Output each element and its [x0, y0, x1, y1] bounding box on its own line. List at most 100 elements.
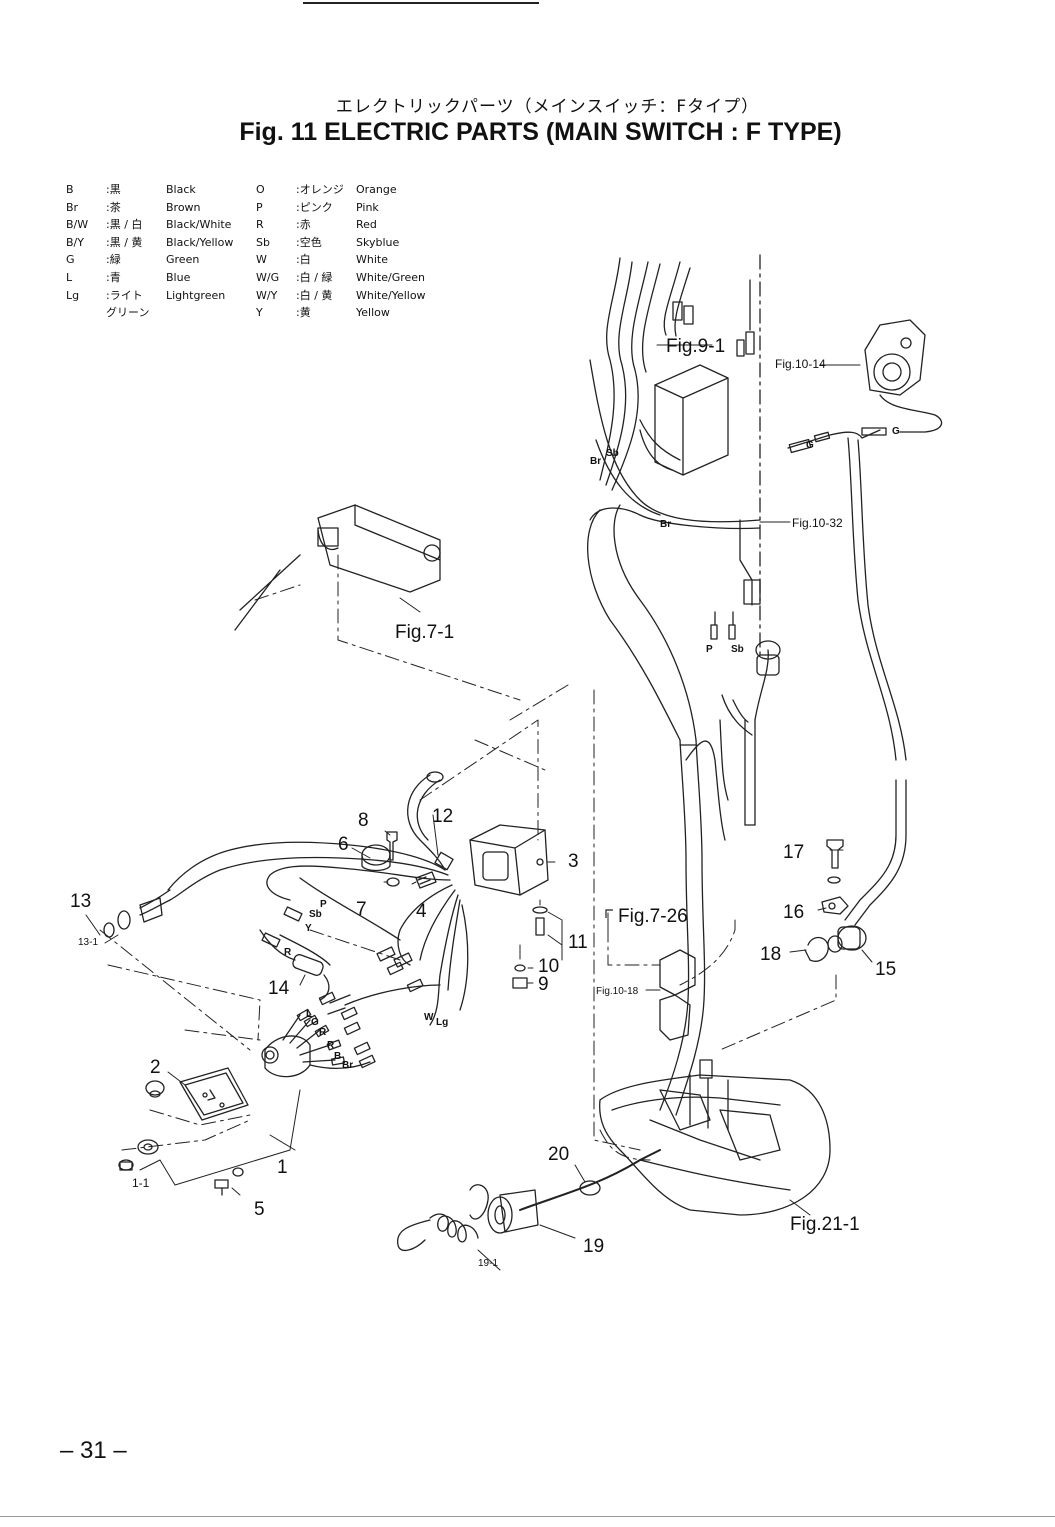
part-5-washer	[232, 1167, 244, 1177]
pulser-coil-assembly	[864, 319, 943, 433]
wire-sb-top: Sb	[606, 448, 619, 459]
legend-english: Skyblue	[356, 235, 400, 249]
legend-japanese: :ピンク	[296, 200, 333, 214]
part-label-6: 6	[338, 834, 349, 855]
diagram-labels: Fig.9-1 Fig.10-14 Fig.10-32 Fig.7-1 Fig.…	[70, 336, 900, 1269]
part-label-4: 4	[416, 901, 427, 922]
part-4-clamp	[415, 871, 437, 889]
legend-japanese: :黄	[296, 306, 311, 320]
part-label-12: 12	[432, 806, 453, 827]
ref-fig21-1: Fig.21-1	[790, 1214, 860, 1235]
wire-w-left: W	[424, 1012, 434, 1023]
ref-fig9-1: Fig.9-1	[666, 336, 725, 357]
legend-japanese: :黒	[106, 183, 121, 196]
legend-code: R	[256, 218, 264, 232]
part-label-1-1: 1-1	[132, 1176, 150, 1190]
legend-japanese: :黒 / 黄	[106, 235, 143, 249]
part-16-plate	[821, 896, 849, 915]
part-label-3: 3	[568, 851, 579, 872]
part-label-20: 20	[548, 1144, 569, 1165]
wire-y-left: Y	[305, 923, 312, 934]
part-label-7: 7	[356, 899, 367, 920]
legend-japanese: :白	[296, 253, 311, 267]
part-19-1-lanyard	[397, 1213, 479, 1252]
part-14-connector	[292, 954, 330, 1001]
legend-code: Y	[256, 306, 263, 320]
legend-japanese: :赤	[296, 218, 311, 232]
part-15-connector	[827, 925, 867, 953]
part-10-washer	[514, 964, 526, 972]
legend-japanese: :空色	[296, 235, 322, 249]
legend-code: O	[256, 183, 265, 196]
arrow-indicator-icon	[605, 909, 613, 918]
legend-english: White/Green	[356, 271, 426, 284]
part-1-main-switch	[261, 1008, 371, 1078]
part-label-1: 1	[277, 1157, 288, 1178]
legend-japanese: :ライト	[106, 288, 143, 302]
part-label-5: 5	[254, 1199, 265, 1220]
wire-p-right: P	[706, 644, 713, 655]
legend-english: White/Yellow	[356, 288, 426, 302]
legend-japanese: :茶	[106, 200, 121, 214]
ref-fig7-1: Fig.7-1	[395, 622, 454, 643]
part-label-19-1: 19-1	[478, 1258, 498, 1269]
wire-lg-left: Lg	[436, 1017, 448, 1028]
part-label-15: 15	[875, 959, 896, 980]
legend-english: Orange	[356, 183, 397, 196]
cdi-unit-box	[639, 364, 729, 476]
part-13-toggle-switch	[103, 897, 163, 938]
legend-english: Yellow	[356, 306, 390, 320]
ref-fig10-14: Fig.10-14	[775, 357, 826, 371]
wire-g-1: G	[806, 440, 814, 451]
wire-r-switch: R	[319, 1027, 327, 1038]
part-label-18: 18	[760, 944, 781, 965]
bracket-fig7-1	[234, 504, 441, 631]
bottom-rule	[0, 1516, 1055, 1517]
part-3-switch-box	[469, 824, 549, 896]
legend-code: G	[66, 253, 75, 267]
part-11-bolt	[535, 917, 545, 936]
ref-fig7-26: Fig.7-26	[618, 906, 688, 927]
legend-english: Lightgreen	[166, 288, 226, 302]
ref-fig10-32: Fig.10-32	[792, 516, 843, 530]
wire-g-switch: G	[311, 1017, 319, 1028]
legend-code: Br	[66, 200, 79, 214]
legend-japanese: :オレンジ	[296, 183, 344, 196]
part-label-17: 17	[783, 842, 804, 863]
wire-sb-left: Sb	[309, 909, 322, 920]
ref-fig10-18: Fig.10-18	[596, 986, 639, 997]
legend-english: Pink	[356, 200, 379, 214]
legend-english: Black	[166, 183, 196, 196]
part-label-14: 14	[268, 978, 290, 999]
legend-english: Green	[166, 253, 200, 267]
legend-code: B	[66, 183, 74, 196]
part-label-10: 10	[538, 956, 559, 977]
top-rule	[303, 2, 539, 4]
wire-b-switch: B	[334, 1051, 341, 1062]
wire-r-left: R	[284, 947, 292, 958]
legend-japanese: :緑	[106, 253, 121, 267]
legend-english: Black/White	[166, 218, 232, 232]
legend-english: Black/Yellow	[166, 235, 234, 249]
legend-english: Red	[356, 218, 377, 232]
part-7-nut	[386, 877, 400, 887]
legend-code: B/W	[66, 218, 89, 232]
legend-code: W	[256, 253, 267, 267]
part-label-11: 11	[568, 932, 588, 953]
wire-p-left: P	[320, 899, 327, 910]
switch-wiring-harness	[139, 841, 469, 1026]
wire-l-switch: L	[306, 1009, 312, 1020]
legend-code: Sb	[256, 235, 270, 249]
part-label-19: 19	[583, 1236, 604, 1257]
legend-code: B/Y	[66, 235, 84, 249]
part-label-8: 8	[358, 810, 369, 831]
wire-sb-right: Sb	[731, 644, 744, 655]
part-9-nut	[512, 977, 528, 989]
bottom-cowling	[599, 1059, 831, 1216]
legend-japanese: :白 / 緑	[296, 271, 333, 284]
legend-english: Blue	[166, 271, 191, 284]
legend-code: W/G	[256, 271, 280, 284]
legend-code: W/Y	[256, 288, 278, 302]
page-title: Fig. 11 ELECTRIC PARTS (MAIN SWITCH : F …	[239, 118, 842, 146]
